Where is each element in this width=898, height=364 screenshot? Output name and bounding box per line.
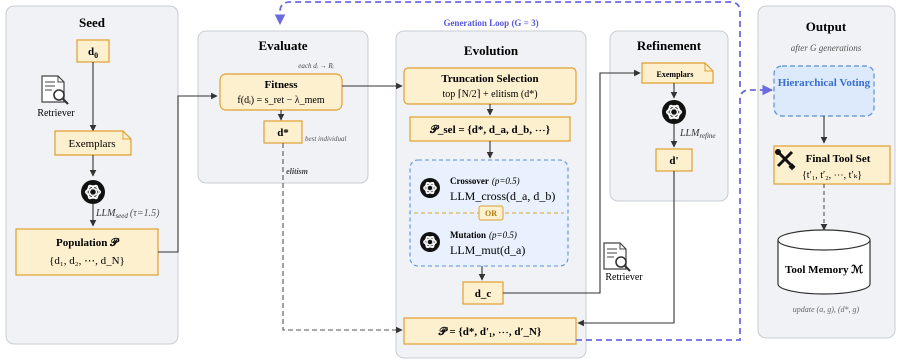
output-subtitle: after G generations xyxy=(791,43,862,53)
truncation-title: Truncation Selection xyxy=(441,73,538,85)
tools-icon xyxy=(775,149,796,171)
tool-memory-label: Tool Memory ℳ xyxy=(785,264,863,276)
openai-logo-icon xyxy=(662,100,686,124)
new-population-label: 𝒫 = {d*, d′₁, ⋯, d′_N} xyxy=(438,325,542,338)
seed-exemplars-box xyxy=(54,130,132,156)
or-label: OR xyxy=(485,209,497,218)
update-note: update (a, g), (d*, g) xyxy=(793,305,860,314)
population-box xyxy=(15,228,159,276)
llm-seed-label: LLMseed(τ=1.5) xyxy=(95,208,160,220)
fitness-formula: f(dᵢ) = s_ret − λ_mem xyxy=(237,95,324,106)
fitness-title: Fitness xyxy=(265,79,299,91)
seed-exemplars-label: Exemplars xyxy=(68,138,115,150)
population-set: {d₁, d₂, ⋯, d_N} xyxy=(49,255,125,267)
selected-set-box xyxy=(409,116,571,142)
population-title: Population 𝒫 xyxy=(56,236,120,249)
mutation-fn: LLM_mut(d_a) xyxy=(450,243,525,257)
openai-logo-icon xyxy=(420,232,440,252)
document-search-icon xyxy=(603,242,631,272)
final-tool-set-items: {t′₁, t′₂, ⋯, t′ₖ} xyxy=(802,170,862,181)
generation-loop-label: Generation Loop (G = 3) xyxy=(443,18,538,28)
seed-title: Seed xyxy=(79,15,106,30)
truncation-body: top ⌈N/2⌉ + elitism (d*) xyxy=(442,89,537,100)
each-note: each dᵢ → Rᵢ xyxy=(298,62,333,70)
refine-retriever-label: Retriever xyxy=(605,272,643,283)
crossover-fn: LLM_cross(d_a, d_b) xyxy=(450,189,555,203)
d-star-label: d* xyxy=(277,127,289,139)
selected-set-label: 𝒫_sel = {d*, d_a, d_b, ⋯} xyxy=(429,123,550,136)
crossover-title: Crossover(p=0.5) xyxy=(450,176,520,186)
final-tool-set-title: Final Tool Set xyxy=(806,153,871,165)
best-individual-note: best individual xyxy=(305,135,346,143)
evolution-title: Evolution xyxy=(464,43,519,58)
hierarchical-voting-label: Hierarchical Voting xyxy=(778,77,871,89)
generation-loop-arrow xyxy=(274,1,741,87)
openai-logo-icon xyxy=(81,180,105,204)
or-badge xyxy=(478,205,504,221)
llm-refine-label: LLMrefine xyxy=(679,128,716,140)
openai-logo-icon xyxy=(420,178,440,198)
seed-retriever-label: Retriever xyxy=(37,108,75,119)
refinement-title: Refinement xyxy=(637,38,702,53)
new-population-box xyxy=(403,317,577,345)
tool-memory-database xyxy=(777,229,871,295)
evaluate-title: Evaluate xyxy=(258,38,307,53)
dc-label: d_c xyxy=(475,288,492,300)
hierarchical-voting-box xyxy=(773,65,875,117)
elitism-label: elitism xyxy=(286,167,308,176)
document-search-icon xyxy=(41,75,69,105)
output-title: Output xyxy=(806,19,847,34)
refine-exemplars-label: Exemplars xyxy=(657,70,694,79)
d0-label: d0 xyxy=(88,46,98,60)
refine-exemplars-box xyxy=(641,62,714,84)
d-prime-label: d' xyxy=(669,155,678,167)
mutation-title: Mutation(p=0.5) xyxy=(450,230,517,240)
